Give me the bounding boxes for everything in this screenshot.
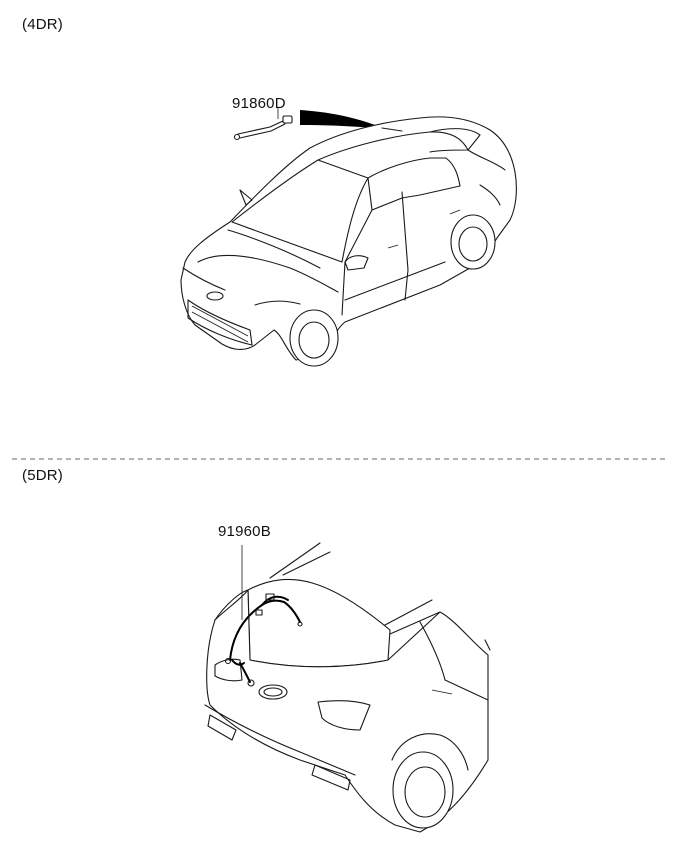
- variant-label-5dr: (5DR): [22, 467, 63, 484]
- part-callout-roof-harness[interactable]: 91860D: [232, 95, 286, 112]
- variant-label-4dr: (4DR): [22, 16, 63, 33]
- hatchback-illustration: [204, 542, 491, 833]
- roof-harness-part[interactable]: [233, 108, 293, 141]
- tailgate-harness-part[interactable]: [224, 545, 303, 687]
- sedan-illustration: [180, 108, 517, 367]
- part-callout-tailgate-harness[interactable]: 91960B: [218, 523, 271, 540]
